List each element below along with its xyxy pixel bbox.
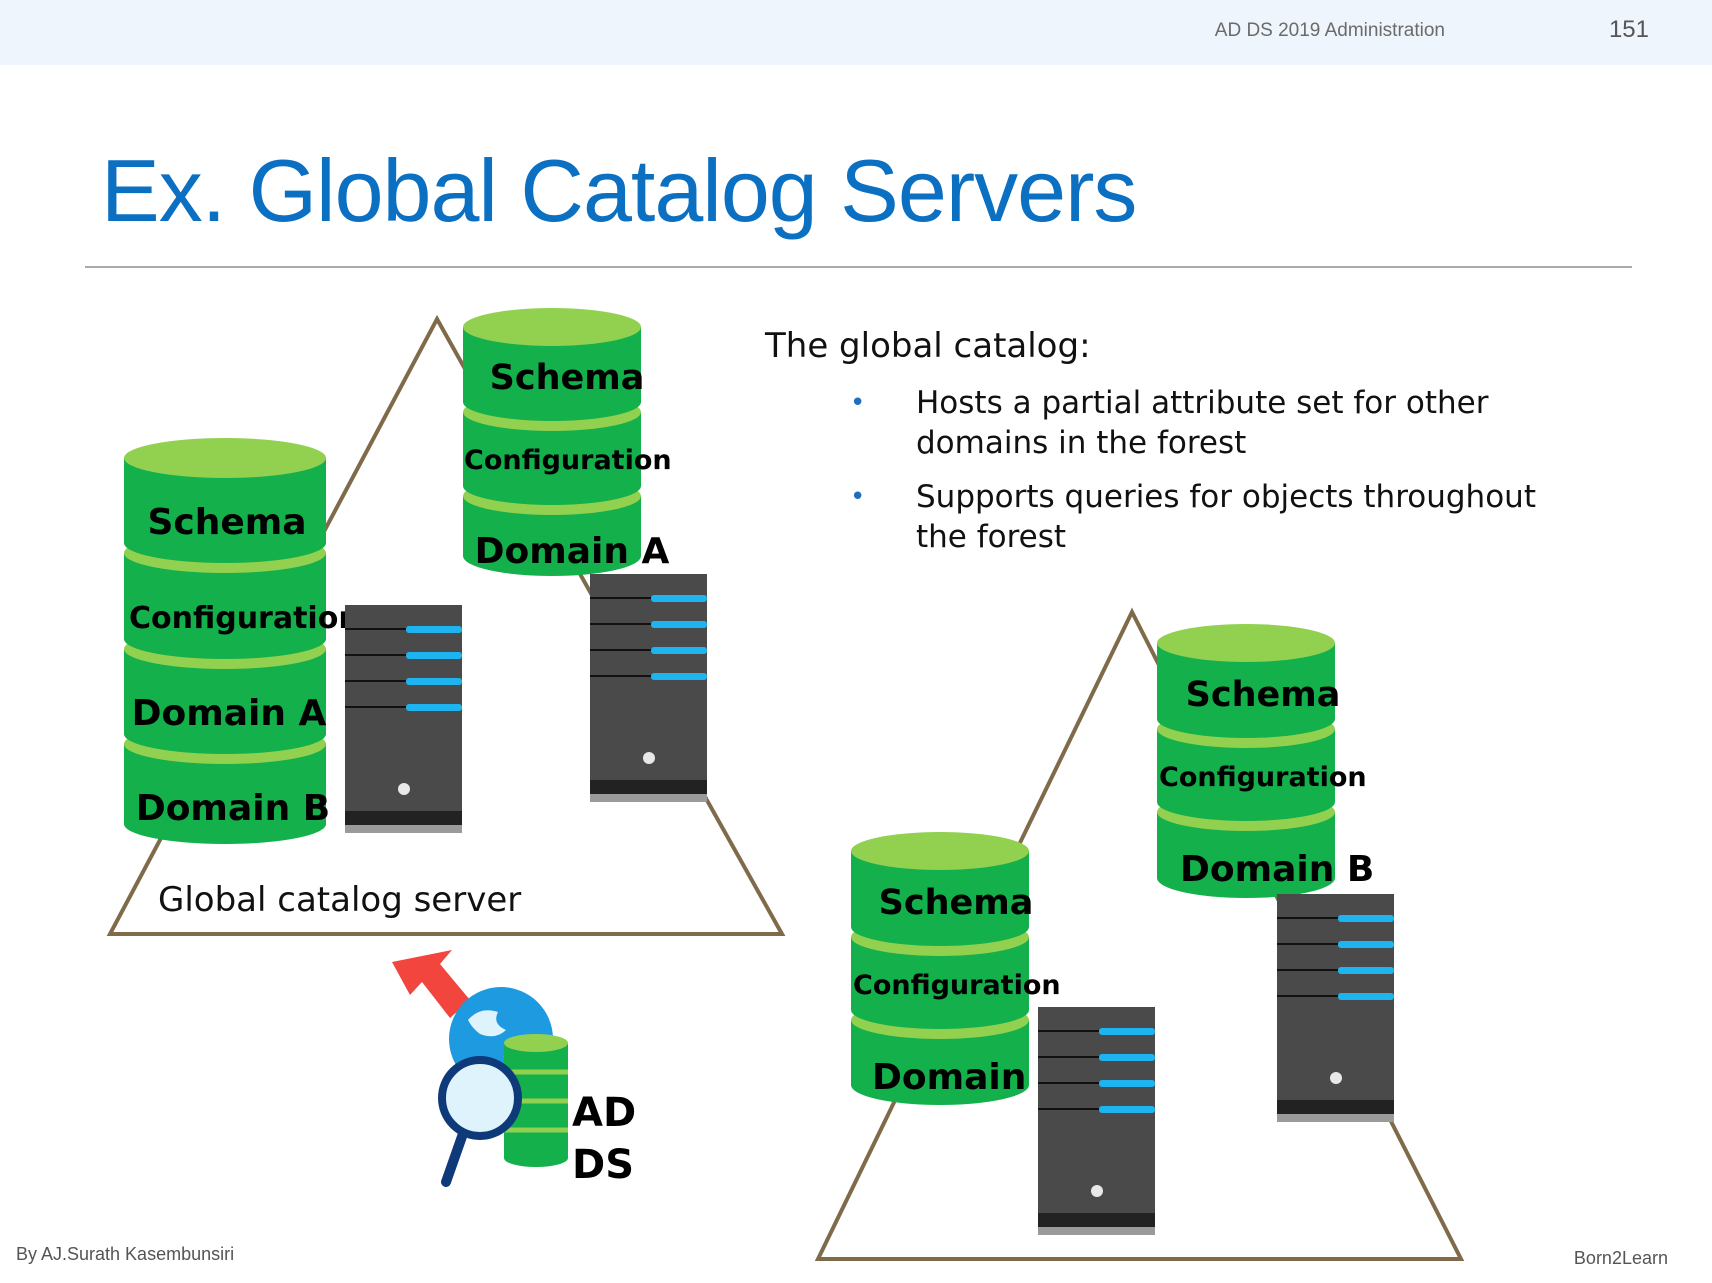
domain-b1-stack-schema: Schema: [879, 883, 1034, 923]
bullet-dot-icon: •: [850, 388, 866, 418]
gc-stack-domain-b: Domain B: [136, 788, 330, 829]
domain-a-stack-domain-a: Domain A: [475, 531, 670, 572]
course-title: AD DS 2019 Administration: [1214, 20, 1445, 41]
bullet-dot-icon: •: [850, 482, 866, 512]
domain-a-stack-configuration: Configuration: [464, 445, 672, 476]
red-arrow-icon: [392, 950, 470, 1018]
bullet-item: • Supports queries for objects throughout…: [850, 477, 1550, 557]
magnifier-icon: [438, 1056, 522, 1140]
ad-ds-search-icon: [392, 950, 568, 1187]
domain-b2-stack-configuration: Configuration: [1159, 762, 1367, 793]
domain-a-server-icon: [589, 573, 708, 803]
global-catalog-bullets: • Hosts a partial attribute set for other…: [850, 383, 1550, 571]
bullet-text: Supports queries for objects throughout …: [916, 479, 1536, 555]
bullet-text: Hosts a partial attribute set for other …: [916, 385, 1489, 461]
domain-b-server-icon-1: [1037, 1006, 1156, 1236]
ad-ds-label: AD DS: [572, 1087, 636, 1191]
domain-a-database-stack: Schema Configuration Domain A: [463, 308, 672, 576]
gc-stack-domain-a: Domain A: [132, 693, 327, 734]
domain-b1-stack-domain-b: Domain B: [872, 1057, 1066, 1098]
domain-a-stack-schema: Schema: [490, 358, 645, 398]
ad-ds-label-line2: DS: [572, 1142, 635, 1188]
global-catalog-intro: The global catalog:: [765, 326, 1091, 366]
domain-b2-stack-schema: Schema: [1186, 675, 1341, 715]
domain-b-database-stack-1: Schema Configuration Domain B: [851, 832, 1066, 1105]
gc-server-icon: [344, 604, 463, 834]
slide-title: Ex. Global Catalog Servers: [101, 141, 1137, 240]
ad-ds-label-line1: AD: [572, 1090, 637, 1136]
bullet-item: • Hosts a partial attribute set for other…: [850, 383, 1550, 463]
domain-b1-stack-configuration: Configuration: [853, 970, 1061, 1001]
gc-server-label: Global catalog server: [158, 880, 522, 920]
domain-b-database-stack-2: Schema Configuration Domain B: [1157, 624, 1374, 898]
title-divider: [85, 266, 1632, 268]
header-bar: AD DS 2019 Administration 151: [0, 0, 1712, 65]
gc-database-stack: Schema Configuration Domain A Domain B: [124, 438, 360, 844]
domain-b2-stack-domain-b: Domain B: [1180, 849, 1374, 890]
gc-stack-configuration: Configuration: [129, 601, 360, 636]
domain-b-server-icon-2: [1276, 893, 1395, 1123]
page-number: 151: [1608, 16, 1649, 43]
author-credit: By AJ.Surath Kasembunsiri: [16, 1244, 235, 1264]
gc-stack-schema: Schema: [147, 502, 306, 543]
brand-label: Born2Learn: [1573, 1248, 1668, 1268]
